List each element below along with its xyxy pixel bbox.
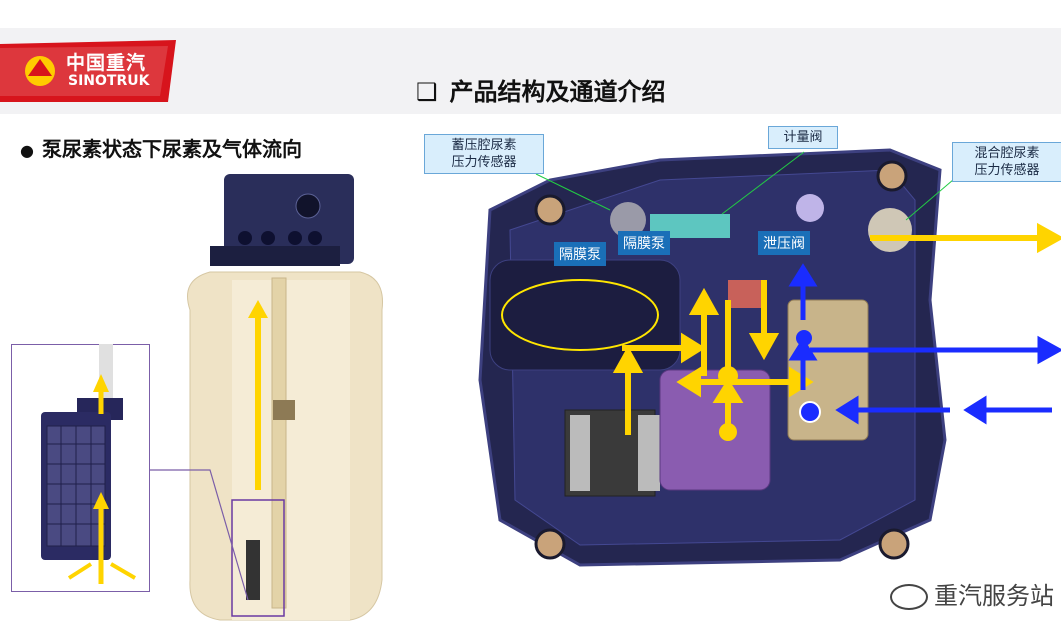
filter-illustration	[41, 344, 137, 584]
brand-logo: 中国重汽 SINOTRUK	[0, 40, 180, 102]
top-band	[0, 28, 1061, 114]
page-title: ❑ 产品结构及通道介绍	[416, 72, 666, 107]
brand-banner-shape	[0, 40, 176, 102]
label-mix-pressure-sensor: 混合腔尿素 压力传感器	[952, 142, 1061, 182]
subtitle-text: 泵尿素状态下尿素及气体流向	[41, 137, 302, 161]
label-storage-pressure-sensor: 蓄压腔尿素 压力传感器	[424, 134, 544, 174]
watermark: 重汽服务站	[890, 576, 1054, 611]
brand-name-cn: 中国重汽	[66, 52, 147, 74]
wechat-icon	[890, 584, 928, 610]
tag-diaphragm-pump-left: 隔膜泵	[554, 242, 606, 266]
tank-illustration	[187, 174, 390, 638]
title-text: 产品结构及通道介绍	[449, 78, 666, 106]
pump-module-diagram	[478, 148, 1061, 567]
inset-connector	[150, 469, 249, 601]
title-bullet: ❑	[416, 78, 438, 106]
brand-name-en: SINOTRUK	[68, 73, 150, 89]
watermark-text: 重汽服务站	[934, 582, 1054, 610]
subtitle-bullet: ●	[20, 141, 34, 160]
left-subtitle: ● 泵尿素状态下尿素及气体流向	[20, 133, 302, 162]
tag-relief-valve: 泄压阀	[758, 231, 810, 255]
tag-diaphragm-pump-right: 隔膜泵	[618, 231, 670, 255]
label-metering-valve: 计量阀	[768, 126, 838, 149]
